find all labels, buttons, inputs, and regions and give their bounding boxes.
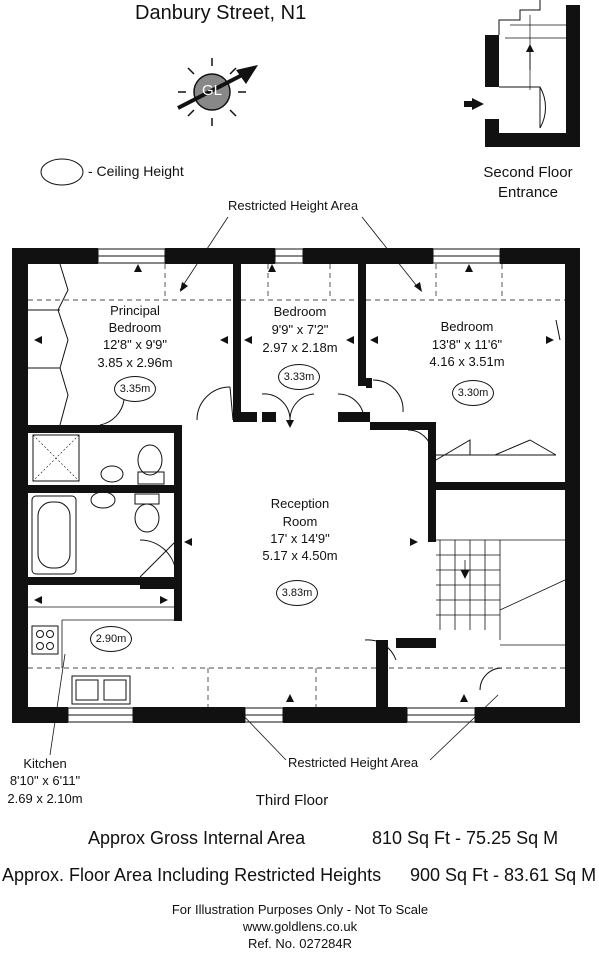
second-floor-label-1: Second Floor [483,164,573,181]
restricted-area-top: Restricted Height Area [228,198,359,213]
reception-name1: Reception [270,496,330,511]
ceiling-height-legend: - Ceiling Height [88,163,184,179]
second-floor-label-2: Entrance [497,184,559,201]
website-link[interactable]: www.goldlens.co.uk [242,919,358,934]
compass-logo-icon [177,58,258,126]
restricted-area-bottom: Restricted Height Area [288,755,419,770]
gross-area-value: 810 Sq Ft - 75.25 Sq M [372,828,559,848]
second-floor-entrance-inset [464,0,580,147]
bedroom2-ceiling: 3.33m [278,364,320,390]
restricted-area-value: 900 Sq Ft - 83.61 Sq M [410,865,597,885]
reference-number: Ref. No. 027284R [247,936,353,951]
principal-bedroom-ceiling: 3.35m [114,376,156,402]
reception-metric: 5.17 x 4.50m [262,548,338,563]
floor-label: Third Floor [255,792,329,809]
principal-bedroom-imperial: 12'8" x 9'9" [102,337,168,352]
bedroom3-imperial: 13'8" x 11'6" [431,337,503,352]
principal-bedroom-name2: Bedroom [108,320,162,335]
kitchen-imperial: 8'10" x 6'11" [9,773,81,788]
kitchen-ceiling: 2.90m [90,626,132,652]
reception-name2: Room [282,514,318,529]
kitchen-metric: 2.69 x 2.10m [7,791,83,806]
gross-area-label: Approx Gross Internal Area [88,828,306,848]
bedroom2-name: Bedroom [273,304,327,319]
bedroom2-imperial: 9'9" x 7'2" [271,322,329,337]
kitchen-name: Kitchen [23,756,67,771]
reception-ceiling: 3.83m [276,580,318,606]
page-title: Danbury Street, N1 [135,2,307,24]
reception-imperial: 17' x 14'9" [270,531,330,546]
principal-bedroom-metric: 3.85 x 2.96m [97,355,173,370]
bedroom3-name: Bedroom [440,319,494,334]
logo-text: GL [201,82,222,99]
principal-bedroom-name1: Principal [110,303,160,318]
bedroom3-ceiling: 3.30m [452,380,494,406]
bedroom2-metric: 2.97 x 2.18m [262,340,338,355]
disclaimer: For Illustration Purposes Only - Not To … [171,902,429,917]
restricted-area-label: Approx. Floor Area Including Restricted … [2,865,382,885]
bedroom3-metric: 4.16 x 3.51m [429,354,505,369]
